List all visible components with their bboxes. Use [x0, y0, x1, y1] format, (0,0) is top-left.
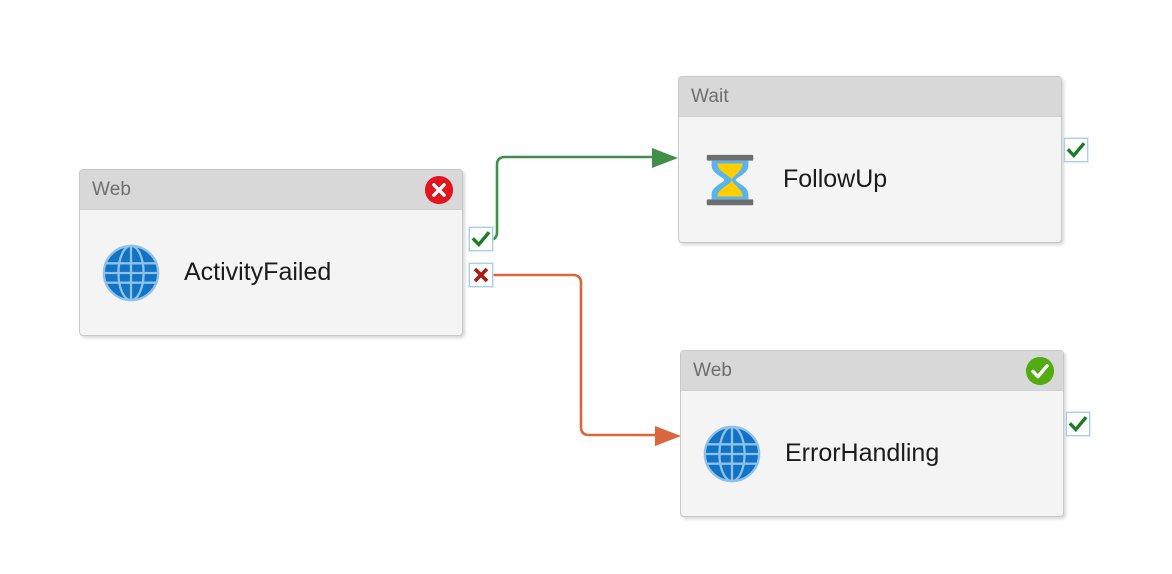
cross-icon	[473, 267, 489, 283]
success-badge	[1025, 356, 1055, 385]
error-badge	[424, 175, 454, 204]
port-failure-activity-failed[interactable]	[469, 263, 493, 287]
hourglass-icon	[706, 154, 754, 205]
check-icon	[1068, 416, 1088, 433]
node-label: FollowUp	[783, 165, 888, 193]
node-body: ErrorHandling	[681, 391, 1063, 516]
port-success-follow-up[interactable]	[1064, 138, 1088, 162]
node-follow-up[interactable]: Wait FollowUp	[678, 76, 1062, 243]
success-connector	[487, 155, 654, 242]
node-body: ActivityFailed	[80, 210, 462, 335]
check-icon	[1066, 142, 1086, 159]
port-success-error-handling[interactable]	[1066, 412, 1090, 436]
node-label: ErrorHandling	[785, 439, 940, 467]
node-body: FollowUp	[679, 117, 1061, 242]
node-header-title: Web	[92, 178, 132, 200]
port-success-activity-failed[interactable]	[469, 227, 493, 251]
globe-icon	[703, 425, 761, 482]
node-header[interactable]: Wait	[679, 77, 1061, 117]
success-connector-arrowhead	[652, 148, 678, 168]
node-header-title: Wait	[691, 85, 729, 107]
node-header-title: Web	[693, 359, 733, 381]
failure-connector	[490, 273, 657, 437]
node-error-handling[interactable]: Web ErrorHandling	[680, 350, 1064, 517]
node-header[interactable]: Web	[80, 170, 462, 210]
failure-connector-arrowhead	[655, 426, 681, 446]
node-header[interactable]: Web	[681, 351, 1063, 391]
check-icon	[471, 231, 491, 248]
node-activity-failed[interactable]: Web ActivityFailed	[79, 169, 463, 336]
globe-icon	[102, 244, 160, 301]
node-label: ActivityFailed	[184, 258, 332, 286]
